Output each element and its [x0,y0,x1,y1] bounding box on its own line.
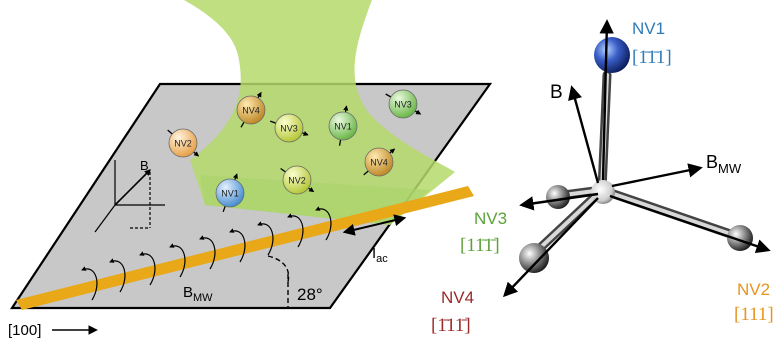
bmw-label-left: BMW [183,284,213,304]
nv1-name-label: NV1 [632,19,665,38]
mw-field-curls [81,206,332,301]
nv-sphere-label: NV3 [394,100,412,110]
b-field-label-small: B [140,158,149,173]
bmw-arrow [611,163,703,188]
nv-sphere-label: NV2 [288,176,306,186]
iac-arrow [342,214,407,236]
mw-curl-arrow [139,251,156,286]
nv3-axis-arrow [519,192,599,211]
axis-100-label: [100] [8,322,41,339]
nv-sphere: NV3 [269,113,309,143]
mw-curl-arrow [199,235,216,270]
nv-sphere-label: NV1 [334,122,352,132]
nv-sphere: NV4 [236,91,266,128]
nv2-name-label: NV2 [737,280,770,299]
mw-curl-arrow [229,228,246,263]
nv1-axis-arrow [599,19,614,181]
atom-gray-left [546,185,570,209]
nv3-name-label: NV3 [474,209,507,228]
nv2-axis-arrow [609,194,771,254]
right-panel: B BMW NV1 [1̄1̄1] NV3 [11̄1̄] NV4 [1̄11̄… [431,19,774,336]
nv-sphere-label: NV1 [221,189,239,199]
bmw-label-right: BMW [706,152,742,176]
mw-curl-arrow [109,258,126,293]
nv-sphere-label: NV4 [242,106,260,116]
nv-sphere-label: NV4 [370,158,388,168]
nv-sphere: NV2 [280,165,315,195]
nv-sphere-label: NV3 [280,124,298,134]
nv4-name-label: NV4 [441,288,474,307]
angle-label: 28° [297,285,323,304]
nv-sphere: NV3 [385,89,422,119]
atom-gray-right [727,225,753,251]
nv-sphere-label: NV2 [174,139,192,149]
b-field-label: B [550,82,563,103]
atom-nv1-sphere [594,37,630,73]
iac-label: Iac [372,245,388,265]
nv-sphere: NV1 [328,105,358,146]
b-field-arrow [568,85,600,184]
mw-curl-arrow [169,243,186,278]
nv3-direction-label: [11̄1̄] [460,235,500,256]
nv-sphere: NV1 [215,173,245,213]
nv4-axis-arrow [503,197,599,298]
nv-sphere: NV4 [363,147,396,177]
angle-arc [267,255,290,283]
mw-curl-arrow [287,213,304,248]
nv-sphere: NV2 [167,128,200,158]
nv1-direction-label: [1̄1̄1] [632,47,672,68]
coordinate-axes [94,160,165,233]
nv2-direction-label: [111] [734,304,774,325]
mw-curl-arrow [81,266,98,301]
atom-gray-bottom [519,243,549,273]
mw-curl-arrow [315,206,332,241]
mw-curl-arrow [257,221,274,256]
nv4-direction-label: [1̄11̄] [431,315,471,336]
